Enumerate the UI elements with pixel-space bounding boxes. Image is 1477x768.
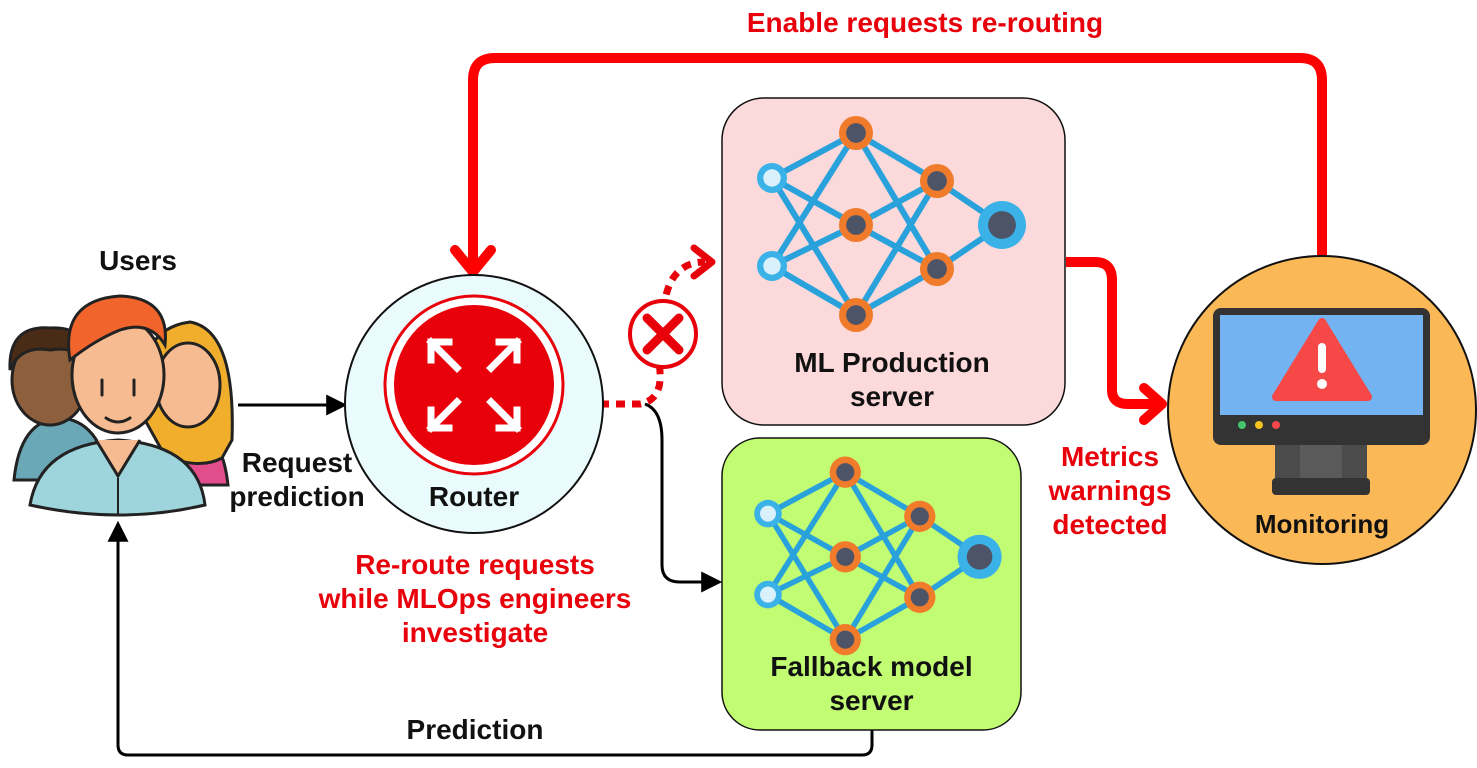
prediction-arrow: [107, 520, 874, 757]
router-label: Router: [428, 481, 520, 512]
request-prediction-label: Request prediction: [212, 446, 382, 514]
metrics-arrow: [1066, 257, 1160, 409]
hidden-node-core: [910, 588, 929, 607]
reroute-note-line-1: Re-route requests: [355, 549, 595, 580]
metrics-warnings-line-2: warnings: [1048, 475, 1172, 507]
fallback-line-1: Fallback model: [770, 651, 973, 682]
enable-rerouting-arrowhead: [450, 245, 496, 277]
ml-production-box: [721, 97, 1066, 426]
hidden-node-core: [836, 630, 855, 649]
reroute-note-line-2: while MLOps engineers: [318, 583, 632, 615]
neural-network-icon: [757, 116, 1026, 332]
monitor-warning-icon: [1213, 308, 1430, 495]
ml-production-line-2: server: [849, 381, 935, 413]
fallback-label: Fallback model server: [722, 650, 1021, 718]
metrics-warnings-line-3: detected: [1052, 509, 1168, 541]
network-edge: [765, 470, 848, 597]
enable-rerouting-arrow: [468, 53, 1327, 268]
hidden-node-core: [910, 507, 929, 526]
output-node-core: [966, 544, 993, 570]
hidden-node-core: [927, 171, 947, 191]
input-node-core: [763, 169, 781, 187]
enable-rerouting-label: Enable requests re-routing: [746, 7, 1104, 38]
hidden-node-core: [846, 215, 866, 235]
ml-production-line-1: ML Production: [794, 347, 990, 378]
input-node-core: [759, 586, 777, 603]
request-prediction-line-1: Request: [241, 447, 353, 478]
network-edge: [769, 131, 859, 268]
request-prediction-line-2: prediction: [229, 481, 365, 513]
network-edge: [842, 514, 923, 642]
router-arrows-icon: [426, 337, 522, 433]
metrics-warnings-label: Metrics warnings detected: [1030, 440, 1190, 542]
neural-network-icon: [754, 456, 1002, 656]
hidden-node-core: [836, 547, 855, 566]
reroute-note: Re-route requests while MLOps engineers …: [290, 548, 660, 650]
monitoring-node: [1167, 255, 1477, 565]
reroute-note-line-3: investigate: [401, 617, 549, 649]
blocked-route-arrowhead: [690, 244, 716, 280]
hidden-node-core: [846, 305, 866, 325]
fallback-route: [644, 402, 723, 593]
input-node-core: [763, 257, 781, 275]
blocked-x-icon: [628, 299, 698, 369]
fallback-line-2: server: [829, 685, 914, 717]
metrics-arrowhead: [1139, 383, 1167, 425]
hidden-node-core: [927, 259, 947, 279]
router-node: [344, 274, 604, 534]
hidden-node-core: [836, 463, 855, 482]
output-node-core: [988, 211, 1016, 239]
users-label: Users: [99, 245, 177, 276]
users-group-icon: [8, 294, 234, 517]
network-edge: [853, 179, 940, 317]
monitoring-label: Monitoring: [1254, 509, 1390, 539]
input-node-core: [759, 505, 777, 522]
ml-production-label: ML Production server: [752, 346, 1032, 414]
hidden-node-core: [846, 123, 866, 143]
metrics-warnings-line-1: Metrics: [1060, 441, 1160, 472]
fallback-box: [721, 437, 1022, 731]
prediction-label: Prediction: [406, 714, 544, 745]
